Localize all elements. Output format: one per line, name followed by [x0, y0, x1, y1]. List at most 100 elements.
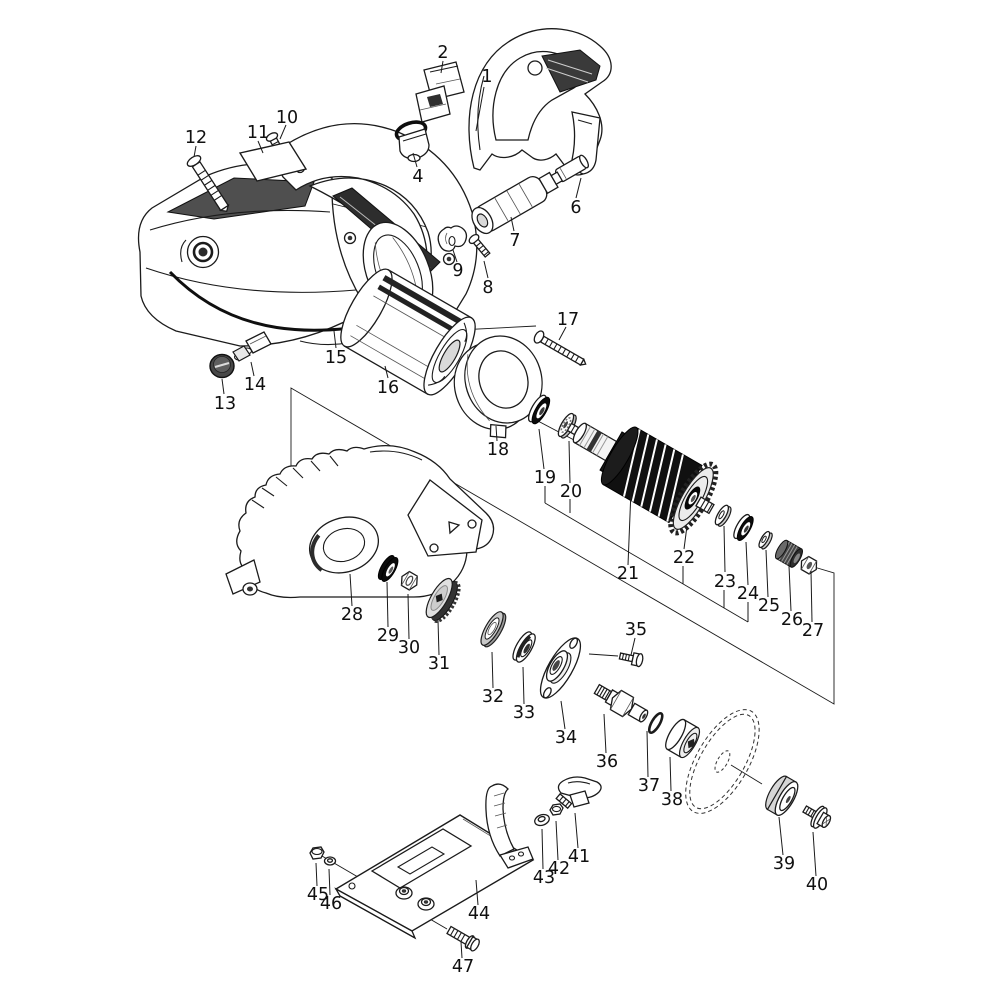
part-label-23: 23 [714, 572, 736, 592]
leader-part-4 [412, 152, 418, 168]
part-label-8: 8 [482, 278, 493, 298]
part-17-tapping-screw-long [533, 330, 587, 366]
part-label-26: 26 [781, 610, 803, 630]
part-37-o-ring [647, 711, 664, 735]
part-label-33: 33 [513, 703, 535, 723]
leader-part-10 [279, 124, 287, 140]
part-label-37: 37 [638, 776, 660, 796]
part-label-14: 14 [244, 375, 266, 395]
part-24-ball-bearing [733, 513, 754, 541]
part-18-fan-baffle [453, 335, 543, 439]
part-28-blade-case [225, 445, 495, 599]
leader-part-28 [349, 573, 353, 607]
part-30-hex-nut [400, 570, 418, 591]
part-label-43: 43 [533, 868, 555, 888]
part-label-36: 36 [596, 752, 618, 772]
leader-part-6 [575, 177, 582, 199]
leader-part-29 [386, 581, 389, 628]
part-26-pinion-gear [774, 539, 803, 568]
part-4-terminal-connector [394, 120, 430, 163]
leader-part-39 [778, 816, 784, 856]
part-23-flat-washer [714, 504, 732, 527]
retainer-to-screw35-line [588, 653, 619, 657]
part-label-28: 28 [341, 605, 363, 625]
part-44-base-plate [334, 783, 535, 940]
leader-part-41 [574, 812, 579, 849]
leader-part-36 [603, 713, 607, 754]
leader-part-11 [257, 140, 264, 154]
leader-part-30 [407, 593, 410, 640]
part-label-30: 30 [398, 638, 420, 658]
part-label-7: 7 [509, 231, 520, 251]
part-label-13: 13 [214, 394, 236, 414]
part-label-39: 39 [773, 854, 795, 874]
part-34-bearing-retainer [539, 637, 582, 699]
leader-part-21 [627, 489, 632, 566]
leader-part-42 [555, 820, 559, 861]
part-46-flat-washer [323, 856, 337, 866]
leader-part-15 [333, 330, 337, 349]
part-25-flat-washer [758, 530, 773, 550]
leader-part-38 [669, 756, 672, 792]
part-label-32: 32 [482, 687, 504, 707]
leader-part-26 [788, 565, 792, 612]
part-label-47: 47 [452, 957, 474, 977]
part-label-41: 41 [568, 847, 590, 867]
gather-line-22-23-24 [544, 502, 749, 623]
part-36-spindle [593, 683, 649, 723]
part-19-ball-bearing [527, 394, 551, 425]
leader-part-31 [437, 619, 440, 656]
part-label-31: 31 [428, 654, 450, 674]
saw-blade-dashed [685, 709, 760, 814]
part-22-fan [668, 461, 719, 536]
part-label-22: 22 [673, 548, 695, 568]
part-29-bearing [377, 555, 399, 582]
leader-part-2 [440, 60, 444, 74]
part-33-ball-bearing [512, 631, 536, 663]
part-27-hex-nut [800, 555, 818, 575]
part-9-cord-clip [437, 225, 468, 252]
part-label-27: 27 [802, 621, 824, 641]
part-12-screw-long [186, 155, 230, 213]
armature-to-case-bracket [290, 387, 835, 705]
part-31-helical-gear [425, 577, 461, 623]
part-11-name-plate [238, 141, 308, 182]
leader-part-1 [475, 86, 485, 132]
leader-part-14 [250, 361, 255, 377]
armature-axis-group [527, 394, 818, 575]
part-45-hex-nut [309, 846, 325, 860]
part-2-switch [415, 61, 465, 123]
part-32-retainer-ring [480, 611, 507, 648]
leader-part-35 [630, 637, 636, 656]
leader-part-40 [812, 831, 817, 877]
part-label-16: 16 [377, 378, 399, 398]
leader-part-13 [221, 378, 225, 395]
part-label-9: 9 [452, 261, 463, 281]
leader-part-20 [568, 440, 571, 484]
part-label-4: 4 [412, 167, 423, 187]
leader-part-37 [646, 730, 649, 778]
part-label-20: 20 [560, 482, 582, 502]
part-label-38: 38 [661, 790, 683, 810]
leader-part-23 [723, 525, 726, 573]
part-label-1: 1 [481, 67, 492, 87]
part-label-29: 29 [377, 626, 399, 646]
part-label-21: 21 [617, 564, 639, 584]
part-label-45: 45 [307, 885, 329, 905]
part-39-outer-flange [765, 775, 799, 816]
part-label-17: 17 [557, 310, 579, 330]
leader-part-27 [810, 570, 813, 623]
part-7-cord-guard [471, 171, 564, 235]
part-1-rear-handle-cover [468, 28, 612, 176]
part-label-34: 34 [555, 728, 577, 748]
part-label-2: 2 [437, 43, 448, 63]
leader-part-43 [541, 828, 544, 870]
part-label-18: 18 [487, 440, 509, 460]
leader-part-34 [560, 700, 566, 730]
part-21-armature [566, 422, 703, 524]
part-43-flat-washer [534, 813, 550, 827]
spindle-axis-group [377, 555, 832, 829]
part-16-field-stator [340, 268, 476, 396]
